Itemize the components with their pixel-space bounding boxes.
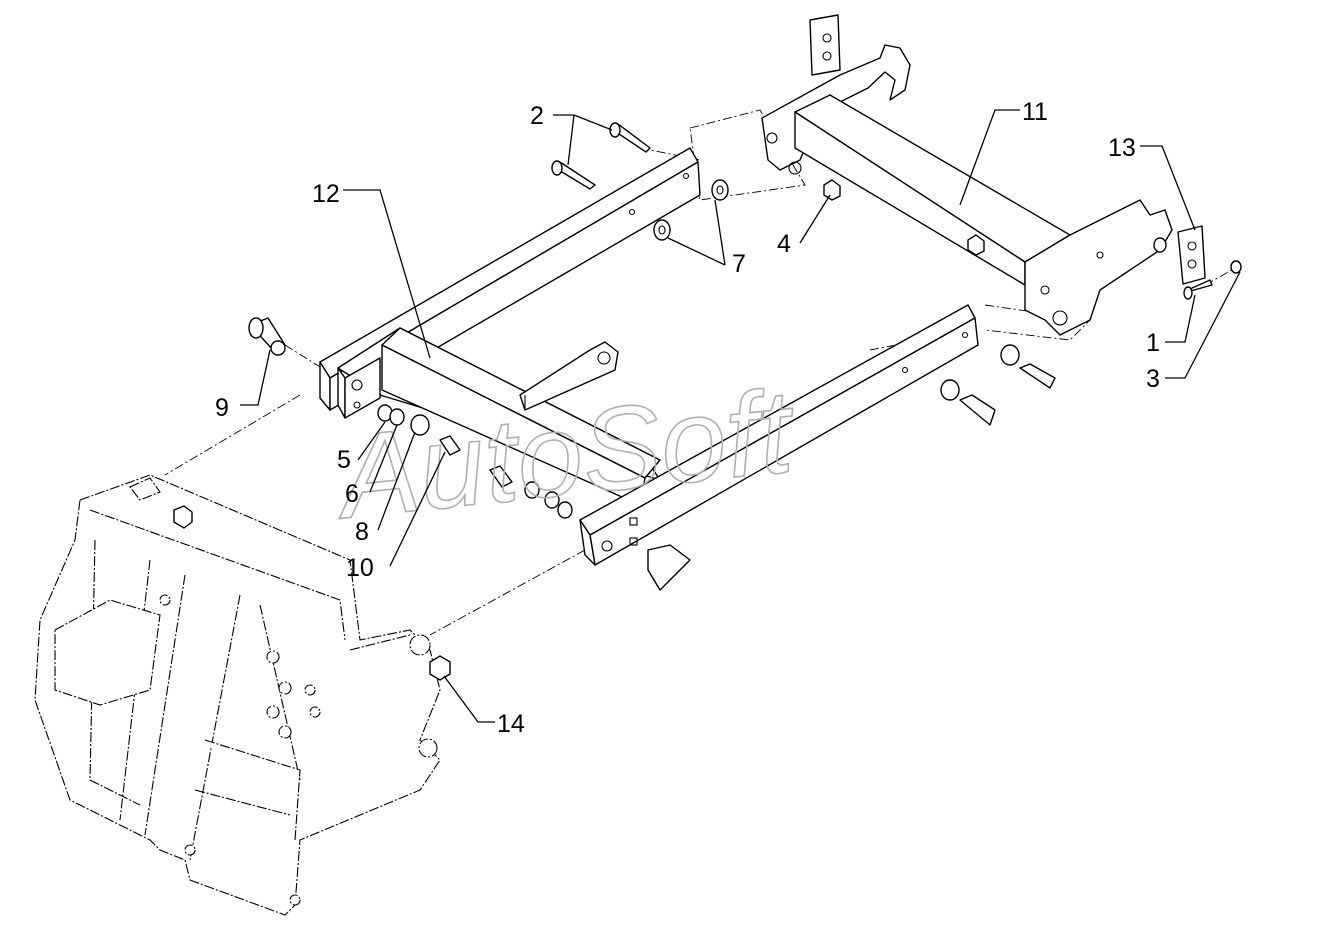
nuts-frame bbox=[173, 505, 451, 681]
callout-2: 2 bbox=[530, 102, 544, 130]
callout-8: 8 bbox=[355, 518, 369, 546]
callout-9: 9 bbox=[215, 394, 229, 422]
callout-3: 3 bbox=[1146, 365, 1160, 393]
callout-5: 5 bbox=[337, 446, 351, 474]
nut-4 bbox=[823, 179, 985, 256]
cross-beam-12 bbox=[319, 147, 701, 506]
rear-bolts bbox=[647, 344, 1056, 591]
callout-4: 4 bbox=[777, 230, 791, 258]
callout-10: 10 bbox=[346, 554, 374, 582]
callout-11: 11 bbox=[1022, 98, 1048, 126]
side-plate-right bbox=[579, 304, 979, 566]
tractor-front-frame bbox=[34, 474, 441, 916]
rings-5-6-8 bbox=[377, 404, 573, 519]
callout-1: 1 bbox=[1146, 329, 1160, 357]
callout-12: 12 bbox=[312, 180, 340, 208]
callout-13: 13 bbox=[1108, 134, 1136, 162]
callout-7: 7 bbox=[732, 250, 746, 278]
bolts-2 bbox=[551, 122, 651, 190]
pin-9 bbox=[248, 317, 286, 356]
grease-fitting-10 bbox=[439, 435, 513, 488]
leader-lines bbox=[240, 109, 1241, 723]
bolt-1-washer-3 bbox=[1153, 237, 1242, 300]
callout-6: 6 bbox=[345, 480, 359, 508]
washers-7 bbox=[653, 179, 729, 241]
callout-labels: 2 7 4 11 13 1 3 12 9 5 6 8 10 14 bbox=[215, 98, 1160, 738]
callout-14: 14 bbox=[497, 710, 525, 738]
cross-beam-11 bbox=[761, 14, 1206, 336]
